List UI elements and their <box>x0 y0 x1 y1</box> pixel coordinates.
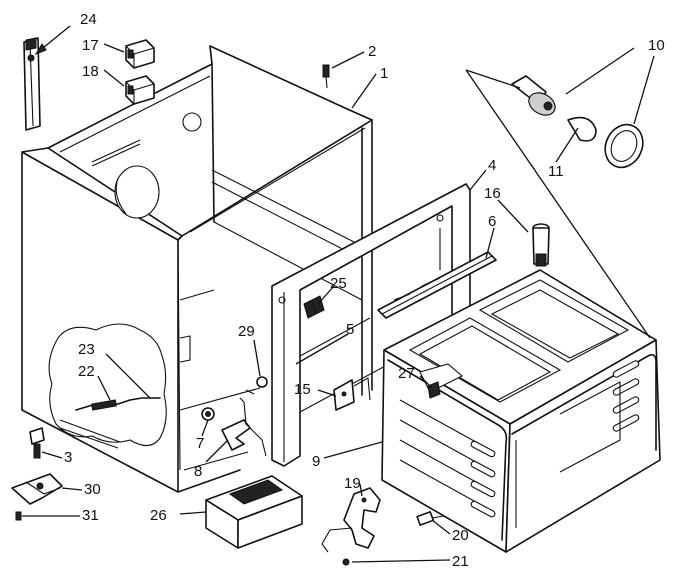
callout-22: 22 <box>78 363 95 380</box>
part-17-block <box>125 39 155 69</box>
callout-7: 7 <box>196 435 204 452</box>
part-2-screw <box>322 64 330 89</box>
callout-9: 9 <box>312 453 320 470</box>
callout-27: 27 <box>398 365 415 382</box>
callout-25: 25 <box>330 275 347 292</box>
callout-2: 2 <box>368 43 376 60</box>
cabinet-body <box>21 45 373 493</box>
callout-5: 5 <box>346 321 354 338</box>
part-31-screw <box>15 511 22 521</box>
callout-19: 19 <box>344 475 361 492</box>
part-15-bracket <box>333 377 371 411</box>
callout-3: 3 <box>64 449 72 466</box>
callout-4: 4 <box>488 157 496 174</box>
callout-16: 16 <box>484 185 501 202</box>
callout-11: 11 <box>548 163 564 180</box>
part-4-front-frame <box>271 183 471 467</box>
callout-21: 21 <box>452 553 469 570</box>
callout-8: 8 <box>194 463 202 480</box>
callout-10: 10 <box>648 37 665 54</box>
part-18-block <box>125 75 155 105</box>
part-20-screw <box>416 511 445 526</box>
part-21-nut <box>342 558 350 566</box>
part-3-leveler <box>29 427 45 459</box>
part-7-nut <box>201 407 215 421</box>
callout-18: 18 <box>82 63 99 80</box>
part-6-rail <box>377 251 497 319</box>
part-16-vent <box>532 223 550 267</box>
part-19-bracket <box>321 487 381 553</box>
callout-6: 6 <box>488 213 496 230</box>
callout-31: 31 <box>82 507 99 524</box>
part-27-clip <box>427 381 441 399</box>
callout-30: 30 <box>84 481 101 498</box>
callout-26: 26 <box>150 507 167 524</box>
part-24-rod <box>23 37 41 131</box>
callout-23: 23 <box>78 341 95 358</box>
callout-labels: 24 17 18 2 1 10 11 4 16 6 25 5 29 23 22 … <box>64 11 665 570</box>
part-9-oven-liner <box>381 269 661 553</box>
part-10-light-socket <box>511 75 644 169</box>
callout-17: 17 <box>82 37 99 54</box>
callout-20: 20 <box>452 527 469 544</box>
part-29-bulb <box>256 376 268 388</box>
callout-29: 29 <box>238 323 255 340</box>
wiring-harness-area <box>48 323 167 449</box>
part-8-bracket <box>221 389 267 457</box>
part-30-bracket <box>11 473 63 505</box>
part-25-valve <box>303 295 325 319</box>
callout-1: 1 <box>380 65 388 82</box>
front-slots <box>470 440 496 518</box>
callout-15: 15 <box>294 381 311 398</box>
shelf-guides <box>393 277 441 301</box>
part-26-box <box>205 475 303 549</box>
leader-lines <box>22 25 655 563</box>
callout-24: 24 <box>80 11 97 28</box>
